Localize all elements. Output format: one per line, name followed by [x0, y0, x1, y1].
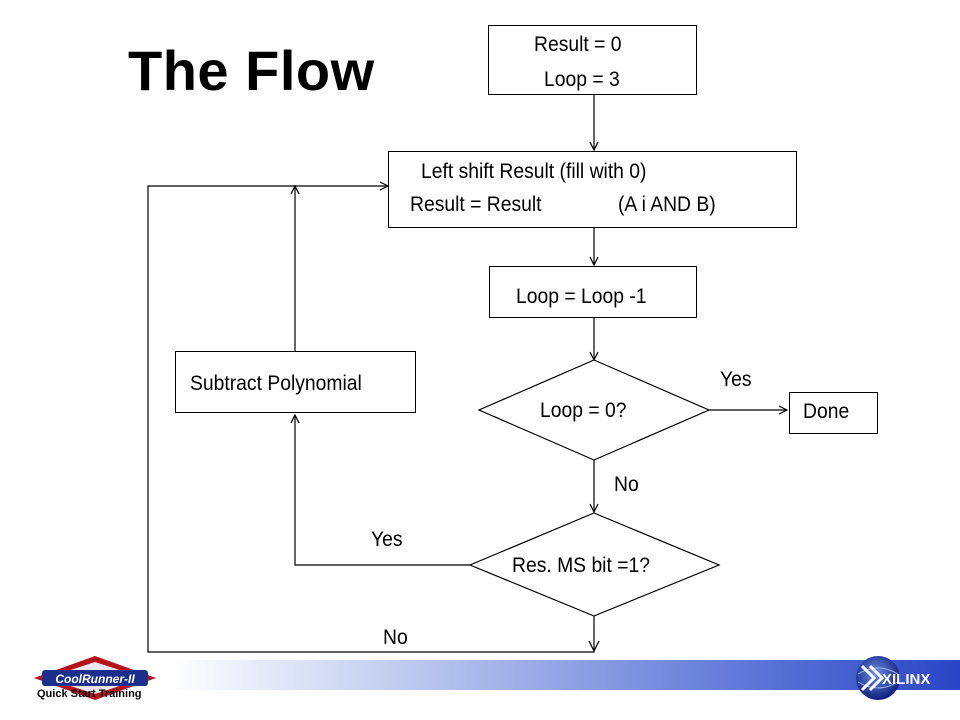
- shift-label-line1: Left shift Result (fill with 0): [421, 160, 647, 183]
- subtract-box: [175, 351, 416, 413]
- slide-title: The Flow: [128, 39, 375, 102]
- decrement-box: [489, 266, 697, 318]
- subtract-label: Subtract Polynomial: [190, 372, 362, 395]
- xilinx-logo: XILINX: [856, 656, 930, 700]
- start-result-label: Result = 0: [534, 33, 622, 56]
- shift-label-line2-left: Result = Result: [410, 193, 542, 216]
- svg-text:CoolRunner-II: CoolRunner-II: [55, 672, 135, 686]
- edge-label-loop-no: No: [614, 473, 639, 496]
- loop-check-label: Loop = 0?: [540, 399, 627, 422]
- arrow-msb-to-subtract: [295, 415, 470, 566]
- coolrunner-logo: CoolRunner-II: [34, 656, 156, 700]
- done-label: Done: [803, 400, 850, 423]
- svg-text:XILINX: XILINX: [882, 671, 930, 688]
- training-label: Quick Start Training: [37, 688, 142, 700]
- shift-box: [388, 151, 797, 228]
- edge-label-msb-no: No: [383, 626, 408, 649]
- msb-check-label: Res. MS bit =1?: [512, 554, 650, 577]
- edge-label-loop-yes: Yes: [720, 368, 752, 391]
- start-box: [488, 25, 697, 95]
- msb-check-diamond: [468, 512, 721, 617]
- shift-label-line2-right: (A i AND B): [618, 193, 716, 216]
- done-box: [789, 392, 878, 434]
- decrement-label: Loop = Loop -1: [516, 285, 647, 308]
- footer-band: [170, 660, 960, 690]
- edge-label-msb-yes: Yes: [371, 528, 403, 551]
- loop-check-diamond: [477, 359, 711, 461]
- start-loop-label: Loop = 3: [544, 68, 620, 91]
- arrow-msb-no-loop: [147, 186, 595, 653]
